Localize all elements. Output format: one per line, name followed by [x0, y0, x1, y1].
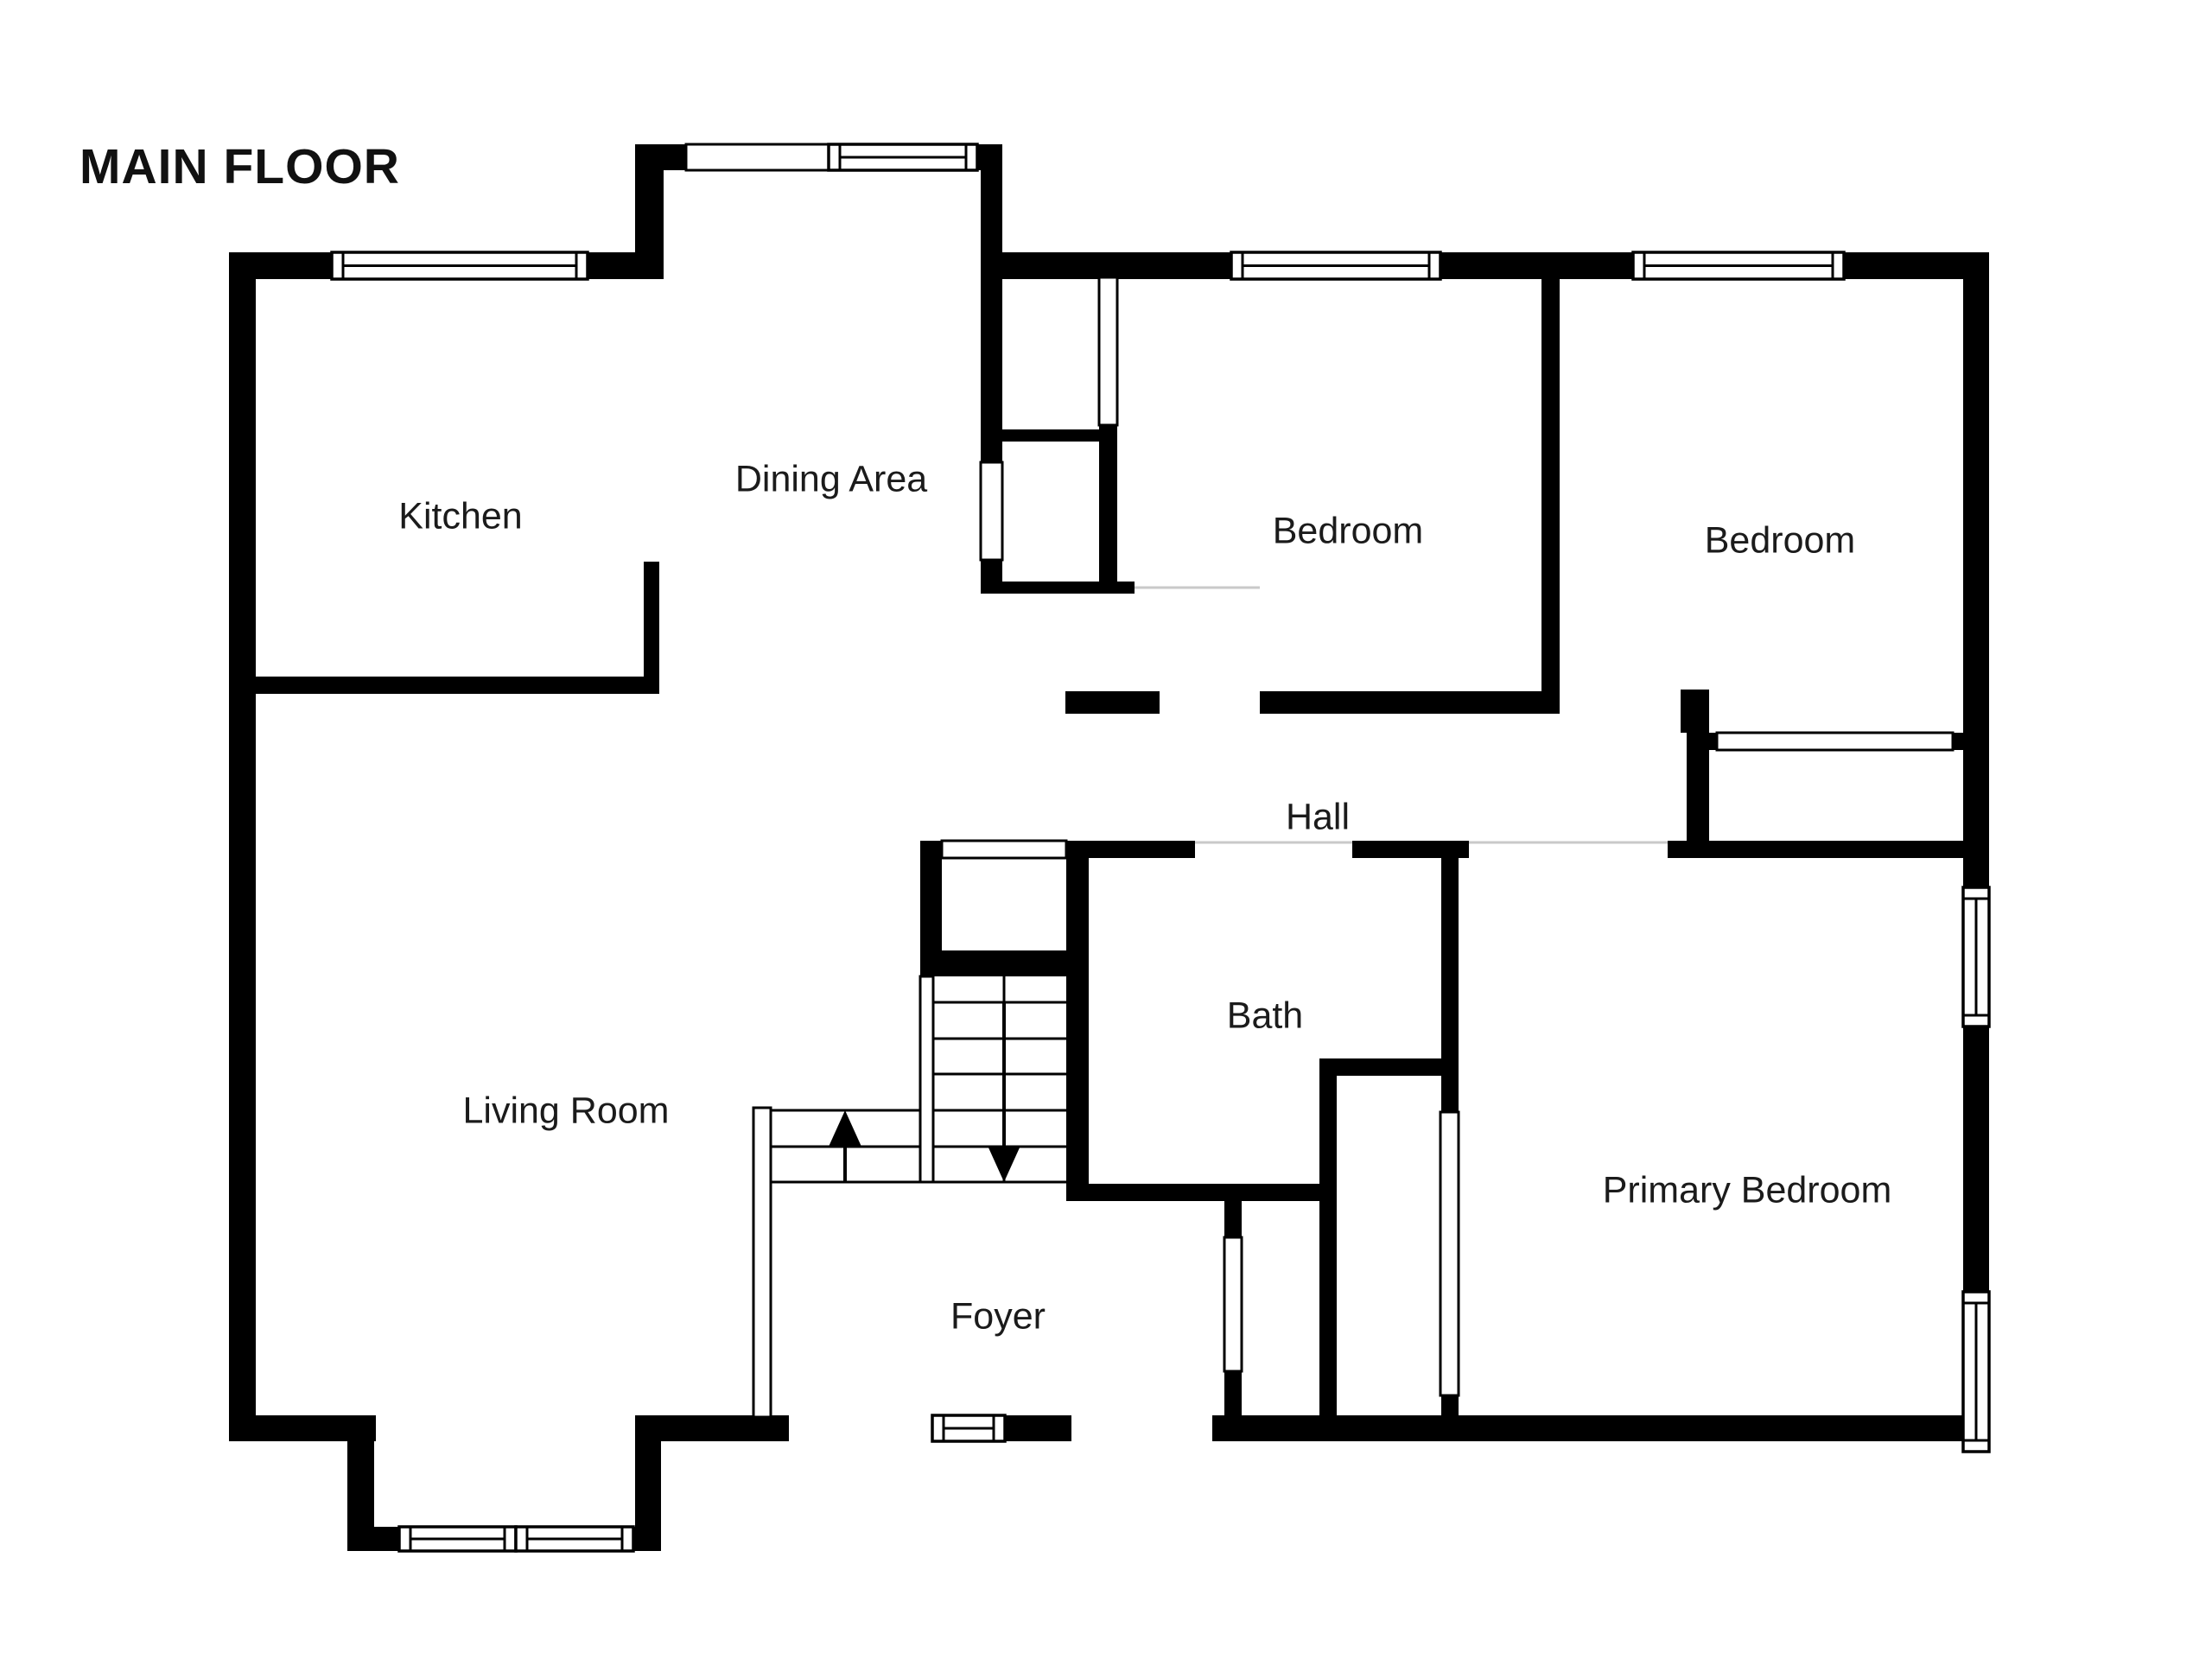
room-label-bath: Bath: [1227, 995, 1303, 1036]
wall: [644, 562, 659, 694]
wall: [1066, 1184, 1337, 1201]
bedroom1-closet-opening: [1097, 276, 1119, 427]
wall: [1065, 691, 1160, 714]
room-label-bedroom-2: Bedroom: [1705, 519, 1855, 561]
primary-closet-opening: [1439, 1110, 1460, 1397]
wall: [1668, 841, 1964, 858]
wall: [635, 1415, 789, 1441]
floor-title: MAIN FLOOR: [79, 139, 400, 194]
hall-closet-opening: [940, 839, 1068, 860]
room-label-primary-bedroom: Primary Bedroom: [1603, 1169, 1892, 1211]
room-label-bedroom-1: Bedroom: [1273, 510, 1423, 551]
stairs-up-arrow-head: [829, 1110, 861, 1147]
wall: [920, 841, 942, 965]
dining-sliding-door: [684, 143, 830, 172]
wall: [1319, 1076, 1337, 1415]
wall: [1963, 252, 1989, 1441]
wall: [229, 677, 659, 694]
room-label-foyer: Foyer: [950, 1295, 1046, 1337]
entry-closet-door: [1223, 1236, 1243, 1373]
room-label-dining-area: Dining Area: [735, 458, 927, 499]
wall: [229, 252, 256, 1441]
pantry-door: [979, 461, 1004, 562]
wall: [1441, 857, 1459, 1112]
wall: [920, 950, 1089, 976]
bedroom2-closet-doors: [1715, 731, 1955, 752]
wall: [1352, 841, 1469, 858]
room-label-hall: Hall: [1286, 796, 1350, 837]
stair-railing: [752, 1106, 772, 1419]
wall: [981, 582, 1135, 594]
wall: [1005, 1415, 1071, 1441]
wall: [1260, 691, 1560, 714]
wall: [1066, 858, 1089, 1201]
room-label-living-room: Living Room: [463, 1090, 670, 1131]
wall: [1224, 1371, 1242, 1415]
wall: [1319, 1058, 1443, 1076]
room-label-kitchen: Kitchen: [398, 495, 522, 537]
wall: [1224, 1201, 1242, 1237]
wall: [1099, 425, 1117, 585]
wall: [1687, 690, 1709, 841]
wall: [1709, 733, 1717, 750]
wall: [1441, 1395, 1459, 1415]
wall: [1541, 275, 1560, 698]
wall: [635, 1441, 661, 1551]
wall: [1953, 733, 1964, 750]
wall: [1212, 1415, 1989, 1441]
wall: [1001, 429, 1101, 442]
stairs-down-arrow-head: [988, 1146, 1020, 1182]
wall: [981, 170, 1002, 462]
wall: [1066, 841, 1195, 858]
stair-side-wall: [918, 975, 935, 1184]
wall: [347, 1434, 374, 1551]
